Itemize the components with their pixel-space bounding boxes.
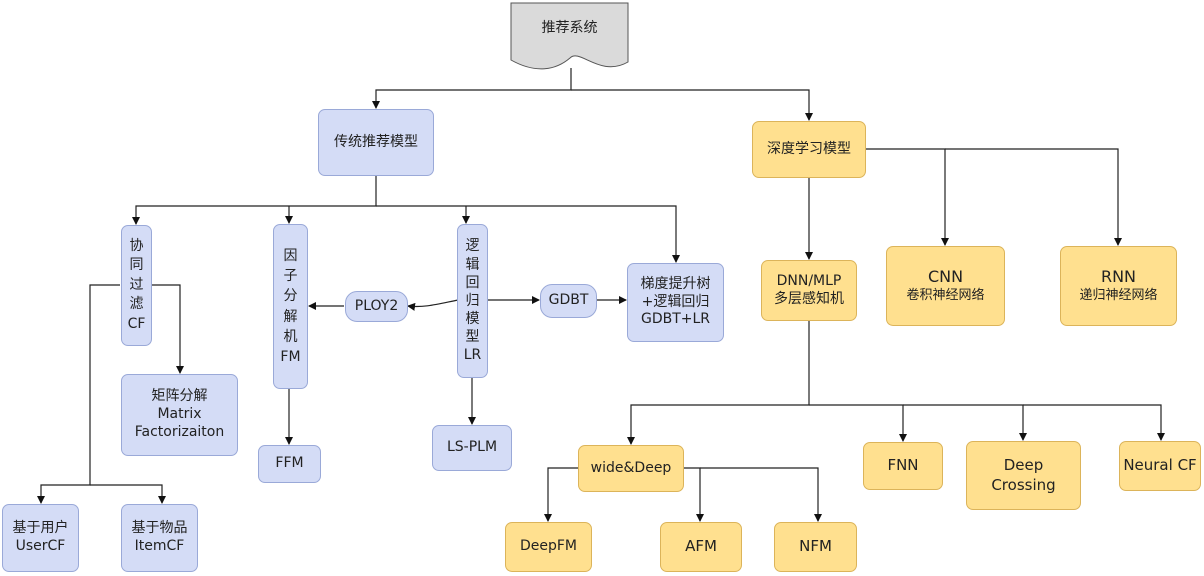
edge-root-traditional	[372, 68, 572, 109]
node-afm[interactable]: AFM	[660, 522, 742, 572]
edge-cf-itemcf	[90, 484, 166, 504]
node-user-cf[interactable]: 基于用户 UserCF	[2, 504, 79, 572]
node-cnn[interactable]: CNN 卷积神经网络	[886, 246, 1005, 326]
edge-deep-cnn	[866, 148, 949, 246]
node-nfm[interactable]: NFM	[774, 522, 857, 572]
edge-widedeep-afm	[684, 467, 704, 522]
node-ploy2[interactable]: PLOY2	[345, 291, 408, 322]
node-item-cf[interactable]: 基于物品 ItemCF	[121, 504, 198, 572]
node-collaborative-filtering[interactable]: 协 同 过 滤 CF	[121, 225, 152, 346]
node-deep-learning-models[interactable]: 深度学习模型	[752, 121, 866, 178]
node-deepfm[interactable]: DeepFM	[505, 522, 592, 572]
edge-traditional-cf	[132, 176, 377, 225]
edge-cf-mf	[152, 284, 184, 374]
node-traditional-models[interactable]: 传统推荐模型	[318, 109, 434, 176]
edge-dnn-fnn	[809, 404, 907, 442]
node-rnn-subtitle: 递归神经网络	[1079, 287, 1158, 303]
node-gdbt[interactable]: GDBT	[540, 284, 597, 318]
edge-traditional-gbdtlr	[376, 205, 680, 263]
edge-dnn-widedeep	[627, 321, 810, 445]
node-ls-plm[interactable]: LS-PLM	[432, 425, 512, 471]
edge-cf-users	[37, 284, 120, 504]
node-matrix-factorization[interactable]: 矩阵分解 Matrix Factorizaiton	[121, 374, 238, 456]
node-rnn-title: RNN	[1100, 267, 1137, 287]
edge-widedeep-deepfm	[544, 467, 578, 522]
node-factorization-machine[interactable]: 因 子 分 解 机 FM	[273, 224, 308, 389]
node-fnn[interactable]: FNN	[863, 442, 943, 490]
node-logistic-regression[interactable]: 逻 辑 回 归 模 型 LR	[457, 224, 488, 378]
node-root[interactable]: 推荐系统	[541, 20, 598, 37]
edge-dnn-deepcrossing	[903, 404, 1027, 441]
node-ffm[interactable]: FFM	[258, 445, 321, 483]
node-gbdt-lr[interactable]: 梯度提升树 +逻辑回归 GDBT+LR	[627, 263, 724, 342]
root-document-shape	[510, 2, 629, 70]
node-rnn[interactable]: RNN 递归神经网络	[1060, 246, 1177, 326]
edge-lr-ploy2	[407, 299, 459, 311]
node-wide-deep[interactable]: wide&Deep	[578, 445, 684, 492]
node-dnn-mlp[interactable]: DNN/MLP 多层感知机	[761, 260, 857, 321]
edge-widedeep-nfm	[700, 467, 822, 522]
edge-deep-rnn	[945, 148, 1122, 246]
edge-root-deep	[571, 89, 813, 121]
node-deep-crossing[interactable]: Deep Crossing	[966, 441, 1081, 510]
edge-dnn-neuralcf	[1023, 404, 1165, 441]
node-neural-cf[interactable]: Neural CF	[1119, 441, 1201, 491]
node-cnn-subtitle: 卷积神经网络	[906, 287, 985, 303]
node-cnn-title: CNN	[927, 267, 964, 287]
